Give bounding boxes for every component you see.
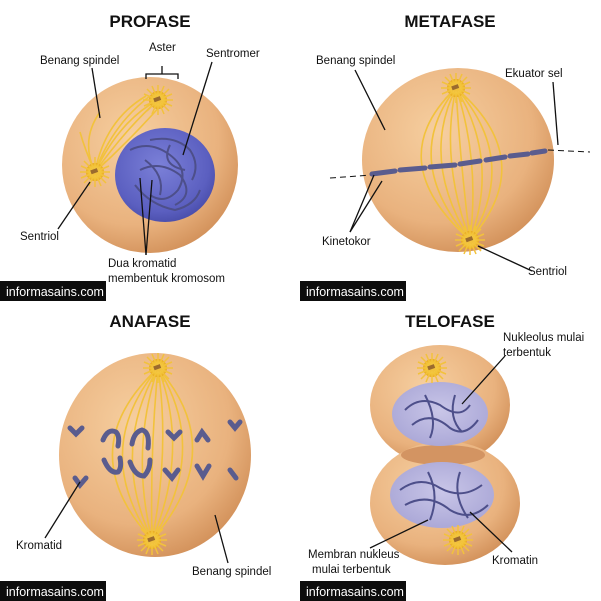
telofase-aster-bottom — [442, 524, 474, 556]
label-membran-2: mulai terbentuk — [312, 564, 391, 576]
telofase-nucleus-top — [392, 382, 488, 446]
profase-chromosomes — [129, 137, 201, 212]
label-benang-spindel-profase: Benang spindel — [40, 55, 119, 67]
metafase-title: METAFASE — [404, 12, 495, 31]
metafase-cell — [362, 68, 554, 252]
telofase-leader-lines — [369, 355, 513, 553]
telofase-title: TELOFASE — [405, 312, 495, 331]
watermark-anafase-bg — [0, 581, 106, 601]
metafase-leader-lines — [349, 69, 559, 272]
profase-aster-left — [79, 156, 111, 188]
panel-anafase: ANAFASE — [0, 312, 271, 601]
label-nukleolus-1: Nukleolus mulai — [503, 332, 584, 344]
watermark-profase: informasains.com — [6, 285, 104, 299]
label-kinetokor: Kinetokor — [322, 236, 371, 248]
label-aster: Aster — [149, 42, 176, 54]
anafase-cell — [59, 353, 251, 557]
anafase-leader-lines — [44, 481, 229, 564]
profase-title: PROFASE — [109, 12, 190, 31]
label-sentriol-metafase: Sentriol — [528, 266, 567, 278]
equator-dashed-line — [329, 149, 591, 179]
label-benang-spindel-anafase: Benang spindel — [192, 566, 271, 578]
metafase-aster-bottom — [454, 224, 486, 256]
watermark-metafase-bg — [300, 281, 406, 301]
telofase-chromatin — [399, 394, 489, 521]
anafase-spindle-fibers — [111, 367, 194, 541]
panel-metafase: METAFASE — [300, 12, 591, 301]
label-sentriol-profase: Sentriol — [20, 231, 59, 243]
label-ekuator-sel: Ekuator sel — [505, 68, 563, 80]
watermark-metafase: informasains.com — [306, 285, 404, 299]
watermark-anafase: informasains.com — [6, 585, 104, 599]
anafase-aster-top — [142, 352, 174, 384]
watermark-telofase-bg — [300, 581, 406, 601]
telofase-aster-top — [416, 352, 448, 384]
metafase-chromosomes — [369, 148, 548, 177]
panel-profase: PROFASE — [0, 12, 260, 301]
metafase-aster-top — [440, 72, 472, 104]
panel-telofase: TELOFASE Nukleolus mulai terbentuk Membr… — [300, 312, 584, 601]
watermark-telofase: informasains.com — [306, 585, 404, 599]
label-benang-spindel-metafase: Benang spindel — [316, 55, 395, 67]
label-dua-kromatid-2: membentuk kromosom — [108, 273, 225, 285]
watermark-profase-bg — [0, 281, 106, 301]
profase-leader-lines — [57, 61, 213, 256]
telofase-cleavage-furrow — [401, 445, 485, 465]
profase-aster-top — [142, 84, 174, 116]
anafase-chromatids — [67, 419, 243, 490]
anafase-aster-bottom — [136, 524, 168, 556]
telofase-nucleus-bottom — [390, 462, 494, 528]
label-kromatid: Kromatid — [16, 540, 62, 552]
label-sentromer: Sentromer — [206, 48, 260, 60]
label-kromatin: Kromatin — [492, 555, 538, 567]
label-nukleolus-2: terbentuk — [503, 347, 551, 359]
label-membran-1: Membran nukleus — [308, 549, 400, 561]
label-dua-kromatid-1: Dua kromatid — [108, 258, 176, 270]
anafase-title: ANAFASE — [109, 312, 190, 331]
